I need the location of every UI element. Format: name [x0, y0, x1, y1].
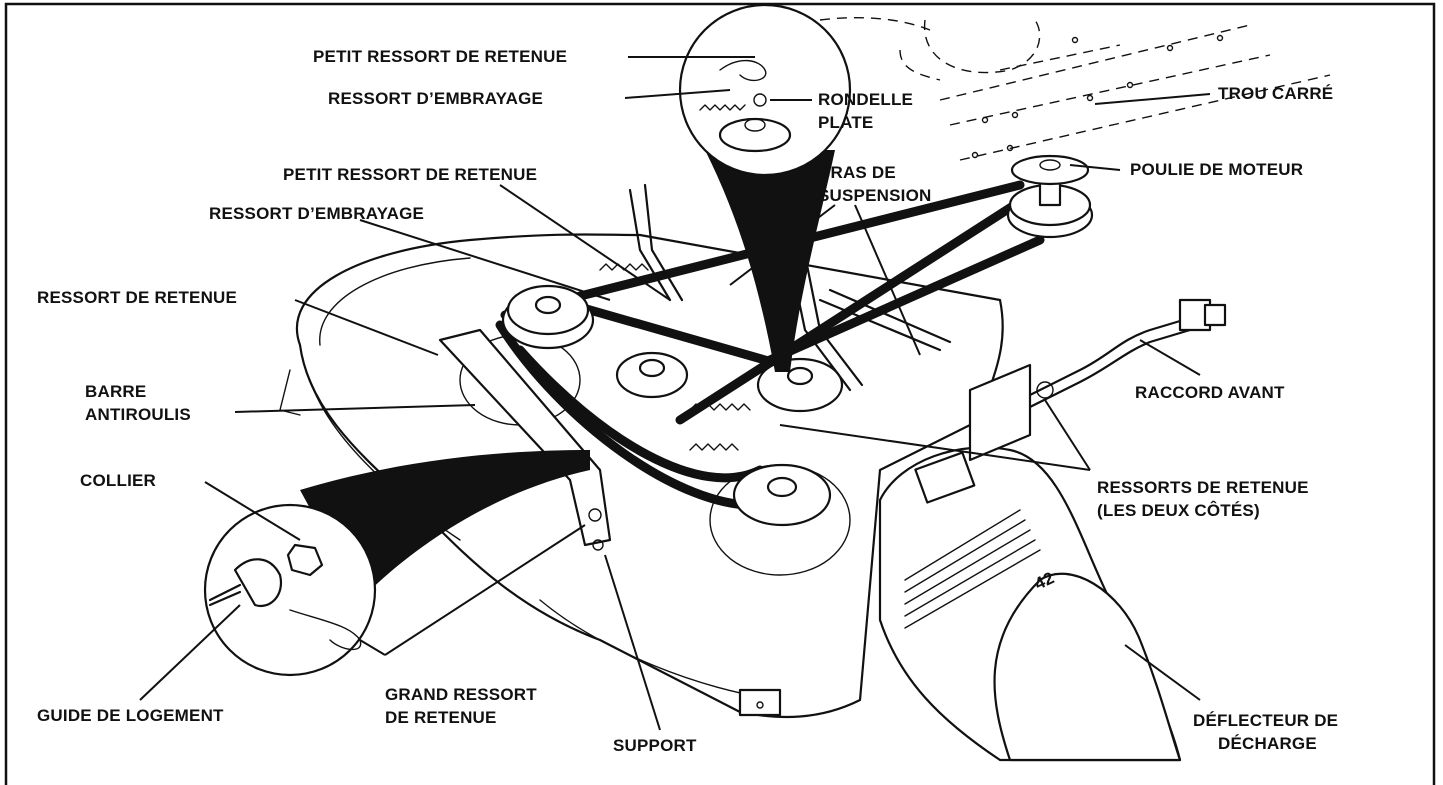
label-ressorts-line1: RESSORTS DE RETENUE — [1097, 478, 1309, 497]
label-ressort-retenue: RESSORT DE RETENUE — [37, 288, 237, 307]
label-rondelle-line2: PLATE — [818, 113, 873, 132]
label-trou-carre: TROU CARRÉ — [1218, 84, 1333, 103]
label-bras-line1: BRAS DE — [818, 163, 896, 182]
label-raccord-avant: RACCORD AVANT — [1135, 383, 1285, 402]
label-collier: COLLIER — [80, 471, 156, 490]
label-guide-logement: GUIDE DE LOGEMENT — [37, 706, 224, 725]
callout-labels: PETIT RESSORT DE RETENUE RESSORT D’EMBRA… — [37, 47, 1338, 755]
left-spindle-pulley — [501, 284, 595, 350]
label-grand-line2: DE RETENUE — [385, 708, 497, 727]
label-petit-ressort-mid: PETIT RESSORT DE RETENUE — [283, 165, 537, 184]
engine-pulley — [1006, 154, 1094, 239]
tractor-frame-outline — [819, 17, 1331, 161]
label-deflecteur-line1: DÉFLECTEUR DE — [1193, 711, 1338, 730]
label-ressorts-line2: (LES DEUX CÔTÉS) — [1097, 501, 1260, 520]
label-support: SUPPORT — [613, 736, 697, 755]
label-barre-line1: BARRE — [85, 382, 146, 401]
label-barre-line2: ANTIROULIS — [85, 405, 191, 424]
label-petit-ressort-top: PETIT RESSORT DE RETENUE — [313, 47, 567, 66]
cable-detail-zoom — [203, 450, 590, 677]
right-spindle-pulley — [756, 357, 844, 413]
label-ressort-embrayage-mid: RESSORT D’EMBRAYAGE — [209, 204, 424, 223]
front-spindle-pulley — [732, 463, 832, 527]
label-ressort-embrayage-top: RESSORT D’EMBRAYAGE — [328, 89, 543, 108]
center-idler-pulley — [615, 351, 689, 399]
label-grand-line1: GRAND RESSORT — [385, 685, 537, 704]
discharge-deflector: 42 — [878, 446, 1182, 762]
label-poulie-moteur: POULIE DE MOTEUR — [1130, 160, 1303, 179]
label-rondelle-line1: RONDELLE — [818, 90, 913, 109]
label-deflecteur-line2: DÉCHARGE — [1218, 734, 1317, 753]
anti-roll-bar — [438, 328, 612, 551]
leader-lines — [139, 56, 1211, 731]
suspension-arms — [628, 183, 952, 392]
clutch-detail-zoom — [678, 3, 852, 372]
diagram-border — [4, 2, 1436, 785]
label-bras-line2: SUSPENSION — [818, 186, 931, 205]
front-link-rod — [968, 298, 1227, 462]
